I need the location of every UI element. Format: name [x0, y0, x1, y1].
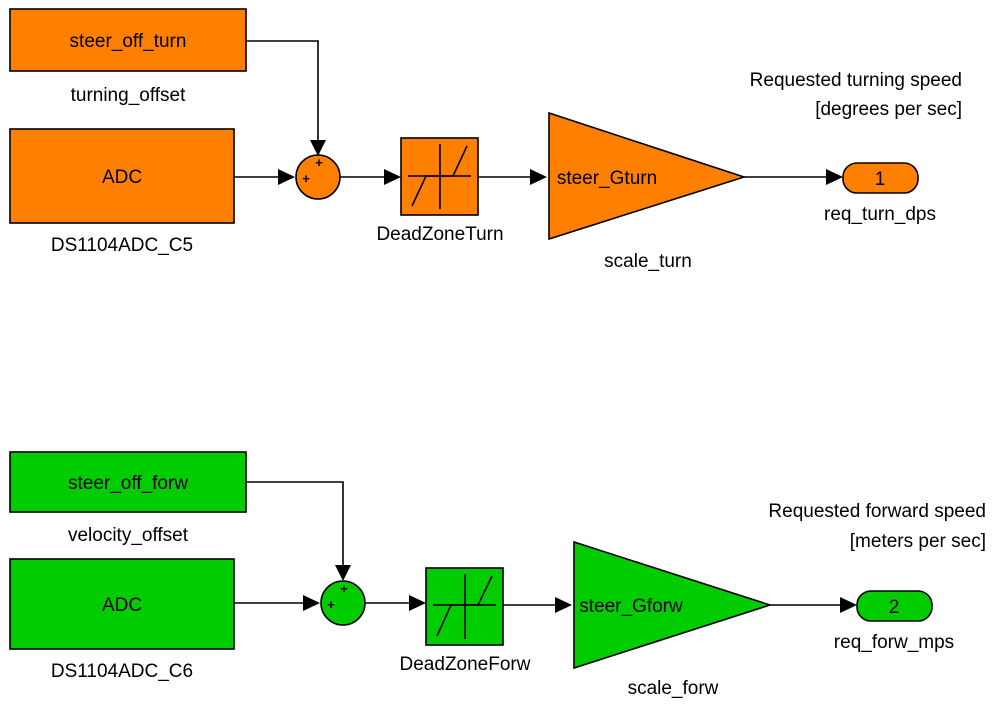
turn-adc-label: ADC [102, 167, 142, 188]
forw-outport-name: req_forw_mps [834, 632, 954, 653]
forw-outport-number: 2 [889, 597, 900, 618]
forw-constant-label: steer_off_forw [68, 473, 188, 494]
turn-adc-block[interactable] [9, 128, 235, 224]
turn-outport-name: req_turn_dps [824, 204, 936, 225]
forw-outport-block[interactable] [856, 590, 933, 622]
turn-subsystem: steer_off_turn turning_offset ADC DS1104… [9, 8, 962, 272]
turn-outport-number: 1 [875, 169, 886, 190]
forw-sum-sign-left: + [327, 597, 335, 612]
turn-wire-offset [246, 40, 319, 140]
turn-arrow-adc [278, 169, 295, 185]
turn-arrow-offset [310, 140, 326, 156]
turn-constant-name: turning_offset [71, 85, 187, 106]
forw-wire-offset [246, 481, 344, 565]
turn-deadzone-name: DeadZoneTurn [376, 224, 503, 245]
forw-subsystem: steer_off_forw velocity_offset ADC DS110… [9, 451, 986, 699]
forw-arrow-dz [409, 595, 426, 611]
turn-arrow-dz [384, 169, 401, 185]
turn-gain-label: steer_Gturn [557, 168, 657, 189]
turn-annotation-line1: Requested turning speed [750, 70, 962, 91]
forw-adc-label: ADC [102, 595, 142, 616]
turn-outport-block[interactable] [842, 162, 919, 194]
forw-adc-name: DS1104ADC_C6 [51, 661, 193, 682]
forw-gain-name: scale_forw [628, 678, 719, 699]
forw-deadzone-icon [433, 574, 496, 639]
forw-arrow-gain [555, 597, 572, 613]
forw-arrow-out [840, 597, 857, 613]
turn-constant-block[interactable] [9, 8, 247, 72]
turn-adc-name: DS1104ADC_C5 [51, 235, 193, 256]
forw-deadzone-name: DeadZoneForw [400, 654, 531, 675]
turn-arrow-out [826, 169, 843, 185]
forw-constant-name: velocity_offset [68, 525, 189, 546]
forw-adc-block[interactable] [9, 558, 235, 650]
turn-deadzone-icon [408, 144, 471, 209]
turn-constant-label: steer_off_turn [70, 31, 187, 52]
turn-arrow-gain [530, 169, 547, 185]
turn-sum-sign-top: + [315, 155, 323, 170]
forw-annotation-line1: Requested forward speed [768, 501, 986, 522]
forw-annotation-line2: [meters per sec] [850, 531, 986, 552]
forw-gain-label: steer_Gforw [579, 596, 683, 617]
forw-sum-sign-top: + [340, 581, 348, 596]
forw-arrow-offset [335, 565, 351, 581]
turn-annotation-line2: [degrees per sec] [815, 99, 962, 120]
turn-sum-sign-left: + [302, 171, 310, 186]
forw-gain-block[interactable] [573, 540, 773, 670]
turn-gain-name: scale_turn [604, 251, 692, 272]
turn-gain-block[interactable] [548, 111, 747, 241]
forw-constant-block[interactable] [9, 451, 247, 513]
forw-arrow-adc [303, 595, 320, 611]
